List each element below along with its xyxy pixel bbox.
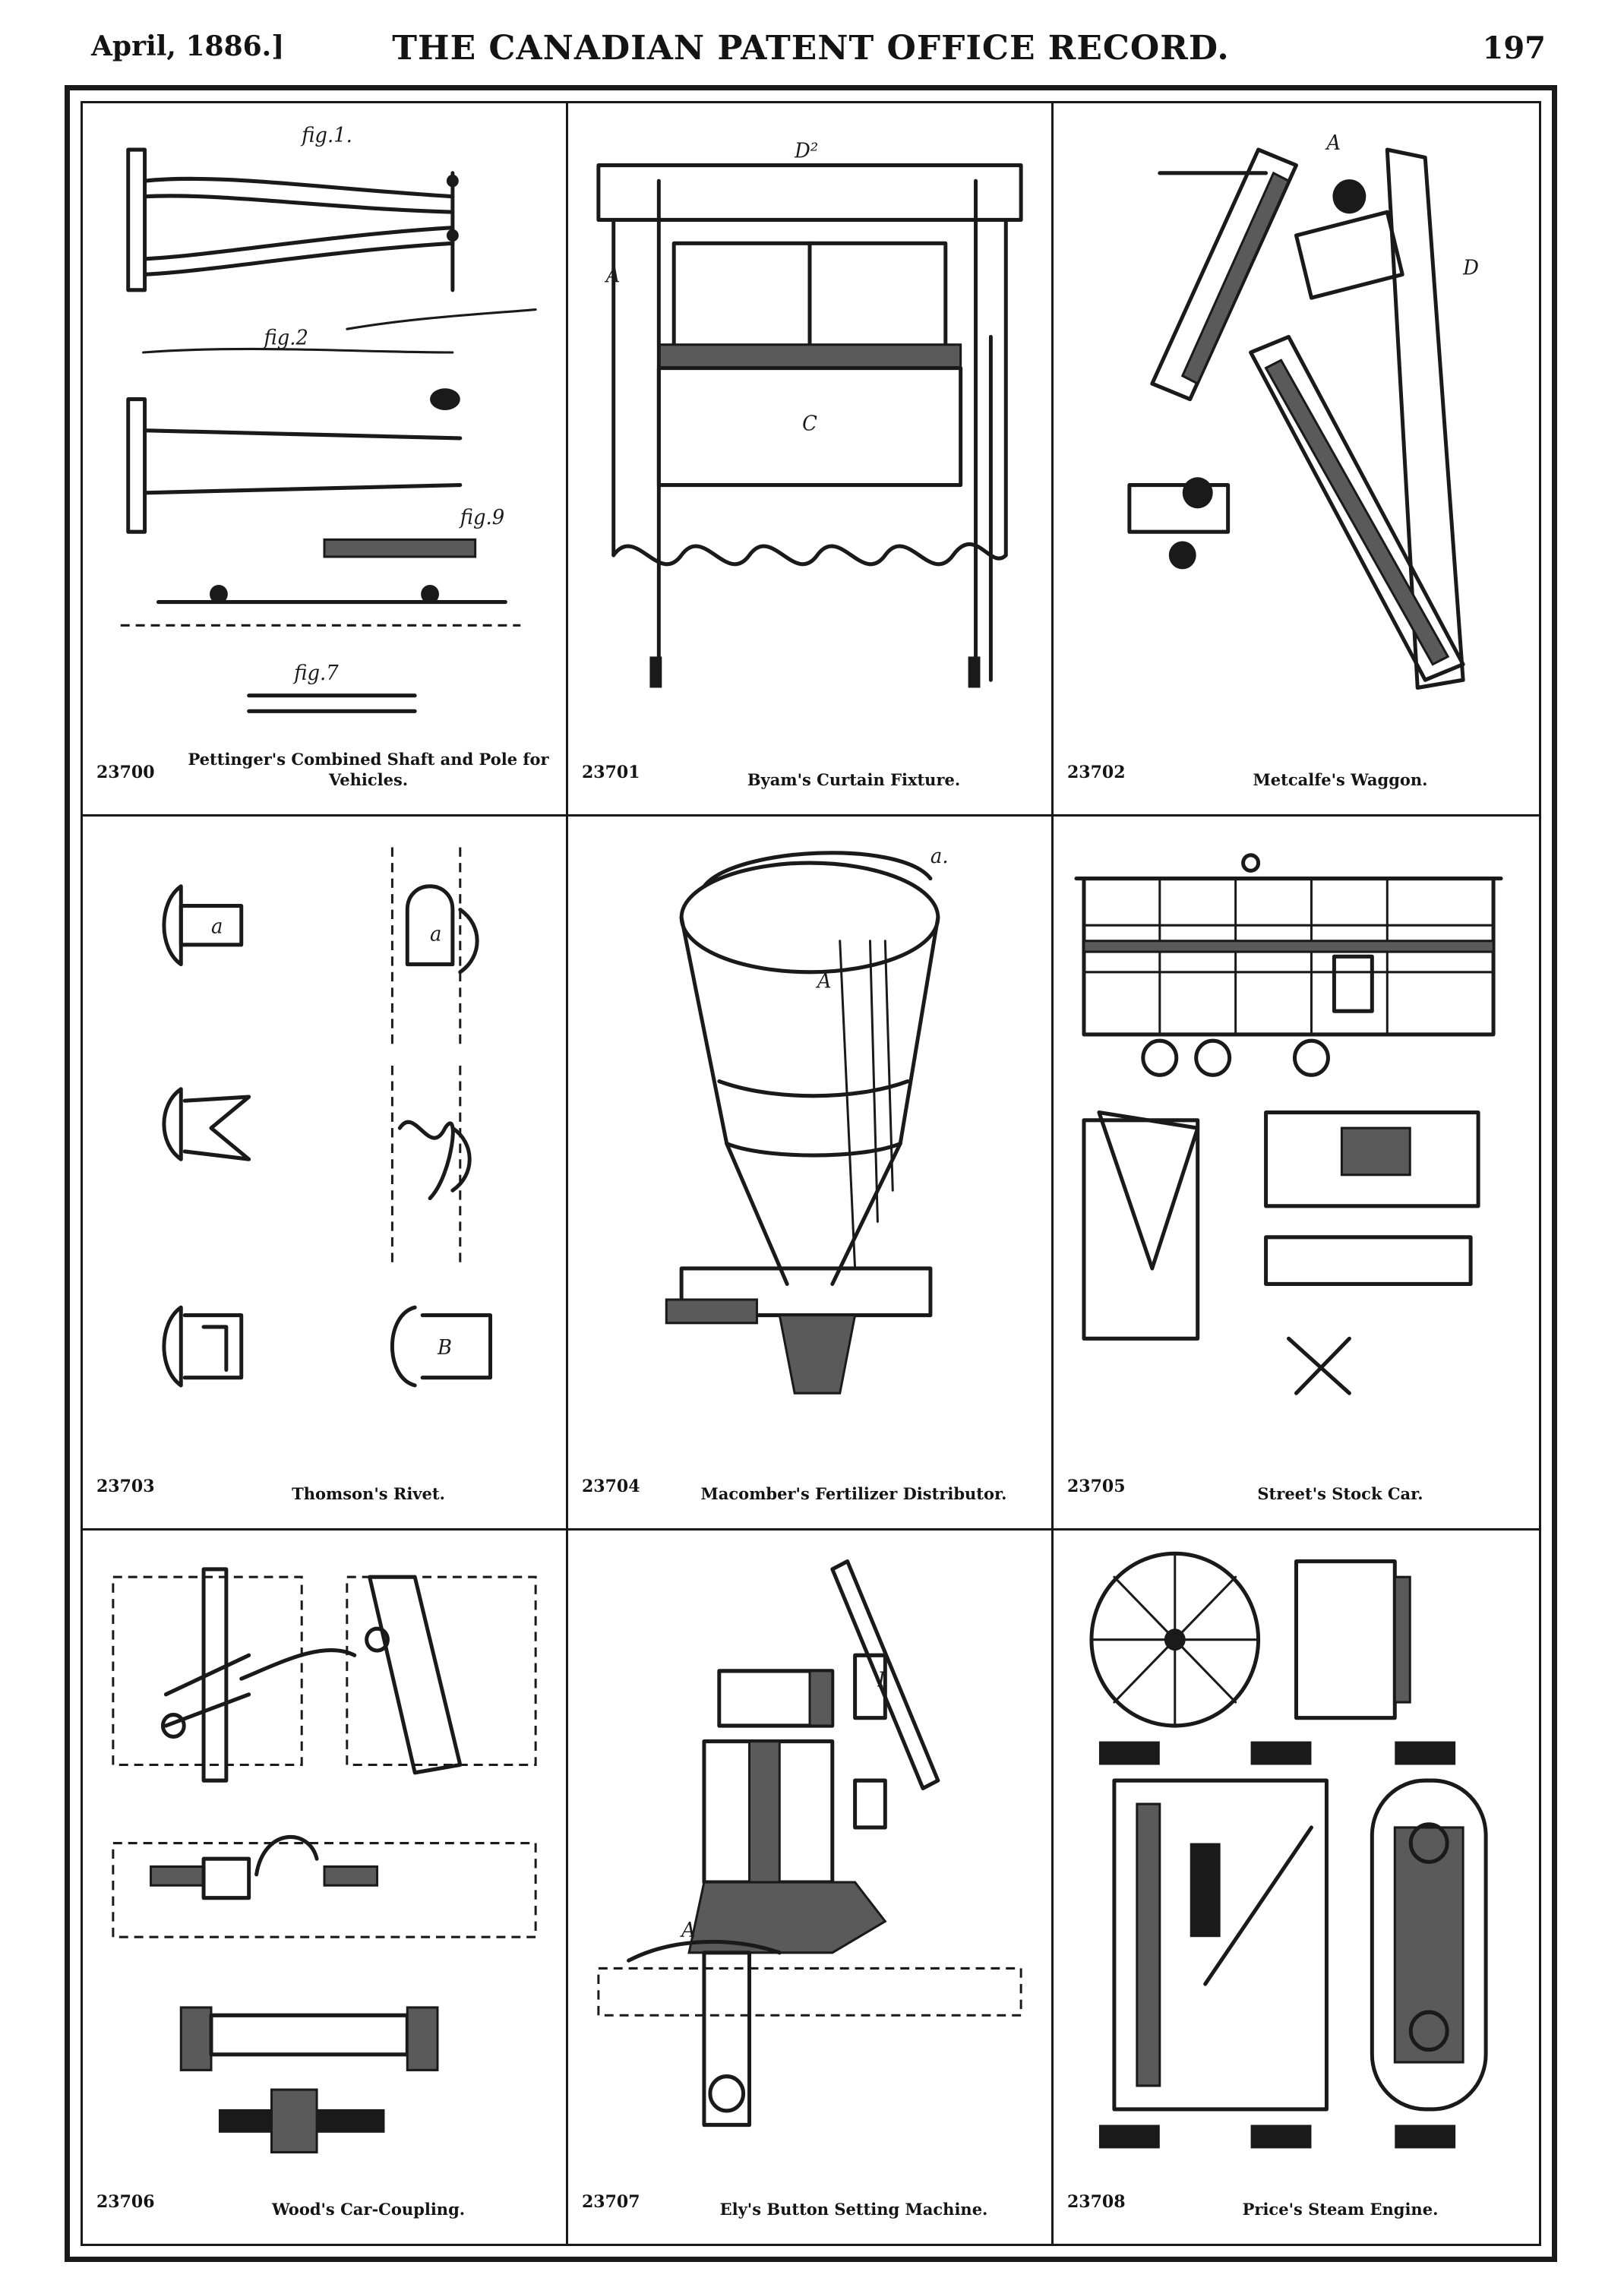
patent-caption: 23701 Byam's Curtain Fixture. xyxy=(582,749,1042,804)
patent-cell-23706: 23706 Wood's Car-Coupling. xyxy=(83,1530,568,2244)
svg-text:a: a xyxy=(430,924,441,946)
patent-title: Wood's Car-Coupling. xyxy=(271,2199,466,2219)
patent-caption: 23707 Ely's Button Setting Machine. xyxy=(582,2178,1042,2233)
svg-text:A: A xyxy=(605,264,621,287)
svg-text:A: A xyxy=(680,1919,696,1942)
svg-text:B: B xyxy=(437,1337,452,1360)
patent-cell-23707: A I 23707 Ely's Button Setting Machine. xyxy=(568,1530,1054,2244)
svg-text:fig.2: fig.2 xyxy=(263,327,308,349)
patent-number: 23705 xyxy=(1067,1476,1126,1496)
patent-number: 23706 xyxy=(96,2191,155,2212)
issue-date: April, 1886.] xyxy=(91,30,285,62)
patent-drawing-button-setting-machine: A I xyxy=(583,1546,1036,2172)
publication-title: THE CANADIAN PATENT OFFICE RECORD. xyxy=(392,29,1230,68)
svg-text:fig.1.: fig.1. xyxy=(300,124,352,147)
patent-drawing-waggon: D A xyxy=(1069,118,1524,742)
patent-number: 23700 xyxy=(96,763,155,783)
svg-text:D²: D² xyxy=(794,140,818,163)
patent-drawing-fertilizer-distributor: A a. xyxy=(583,832,1036,1455)
page-number: 197 xyxy=(1482,30,1547,66)
svg-text:a: a xyxy=(211,915,223,938)
svg-text:I: I xyxy=(877,1669,886,1692)
patent-drawing-rivet: a a B xyxy=(98,832,551,1455)
patent-drawing-steam-engine xyxy=(1069,1546,1524,2172)
svg-text:A: A xyxy=(816,970,832,993)
patent-number: 23702 xyxy=(1067,763,1126,783)
patent-caption: 23700 Pettinger's Combined Shaft and Pol… xyxy=(96,749,557,804)
patent-caption: 23702 Metcalfe's Waggon. xyxy=(1067,749,1530,804)
svg-text:fig.7: fig.7 xyxy=(292,662,339,685)
patent-cell-23708: 23708 Price's Steam Engine. xyxy=(1054,1531,1539,2244)
patent-title: Price's Steam Engine. xyxy=(1242,2199,1439,2219)
svg-text:C: C xyxy=(802,412,817,435)
patent-caption: 23708 Price's Steam Engine. xyxy=(1067,2178,1530,2233)
patent-title: Street's Stock Car. xyxy=(1257,1483,1423,1503)
patent-caption: 23706 Wood's Car-Coupling. xyxy=(96,2178,557,2233)
patent-title: Ely's Button Setting Machine. xyxy=(719,2199,988,2219)
patent-drawing-stock-car xyxy=(1069,832,1524,1455)
plate-frame: fig.1. fig.2 fig.9 fig.7 23700 Pettinger… xyxy=(65,85,1557,2262)
patent-number: 23704 xyxy=(582,1476,640,1496)
patent-number: 23707 xyxy=(582,2191,640,2212)
patent-title: Metcalfe's Waggon. xyxy=(1253,770,1428,790)
patent-title: Thomson's Rivet. xyxy=(292,1483,445,1503)
patent-title: Byam's Curtain Fixture. xyxy=(747,770,961,790)
patent-cell-23704: A a. 23704 Macomber's Fertilizer Distrib… xyxy=(568,817,1054,1531)
svg-text:a.: a. xyxy=(930,845,949,868)
patent-cell-23700: fig.1. fig.2 fig.9 fig.7 23700 Pettinger… xyxy=(83,103,568,817)
svg-text:D: D xyxy=(1462,257,1479,280)
patent-drawing-shaft-and-pole: fig.1. fig.2 fig.9 fig.7 xyxy=(98,118,551,742)
patent-cell-23702: D A 23702 Metcalfe's Waggon. xyxy=(1054,103,1539,817)
patent-number: 23703 xyxy=(96,1476,155,1496)
patent-cell-23703: a a B 23703 Thomson's Rivet. xyxy=(83,817,568,1531)
patent-number: 23701 xyxy=(582,763,640,783)
patent-cell-23701: D² C A 23701 Byam's Curtain Fixture. xyxy=(568,103,1054,817)
patent-caption: 23703 Thomson's Rivet. xyxy=(96,1463,557,1518)
patent-number: 23708 xyxy=(1067,2191,1126,2212)
page-header: April, 1886.] THE CANADIAN PATENT OFFICE… xyxy=(76,29,1546,74)
patent-title: Macomber's Fertilizer Distributor. xyxy=(700,1483,1007,1503)
patent-grid: fig.1. fig.2 fig.9 fig.7 23700 Pettinger… xyxy=(83,103,1539,2244)
patent-cell-23705: 23705 Street's Stock Car. xyxy=(1054,817,1539,1531)
patent-title: Pettinger's Combined Shaft and Pole for … xyxy=(188,750,549,790)
patent-caption: 23705 Street's Stock Car. xyxy=(1067,1463,1530,1518)
patent-caption: 23704 Macomber's Fertilizer Distributor. xyxy=(582,1463,1042,1518)
patent-drawing-curtain-fixture: D² C A xyxy=(583,118,1036,742)
svg-text:fig.9: fig.9 xyxy=(459,506,504,529)
svg-text:A: A xyxy=(1325,132,1341,155)
patent-drawing-car-coupling xyxy=(98,1546,551,2172)
